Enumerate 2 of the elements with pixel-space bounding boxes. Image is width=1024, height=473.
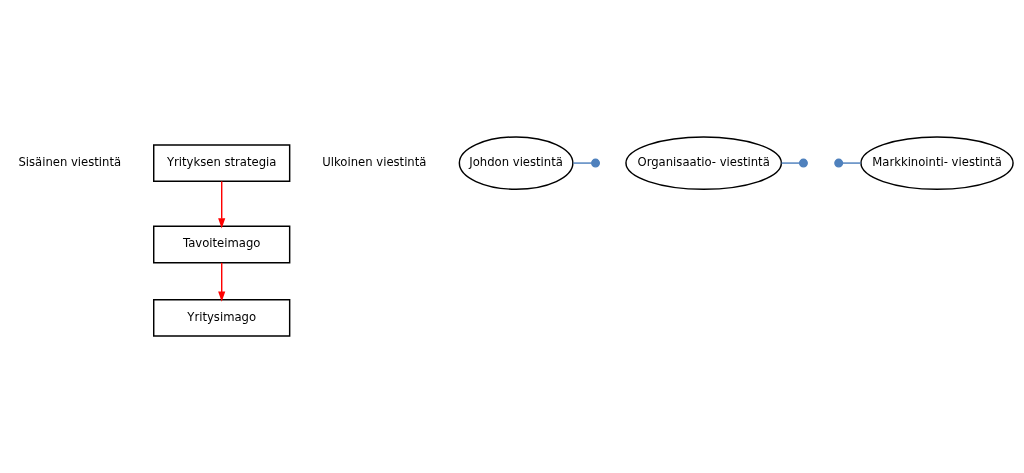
label: Ulkoinen viestintä (321, 154, 426, 169)
label: Sisäinen viestintä (17, 154, 121, 169)
